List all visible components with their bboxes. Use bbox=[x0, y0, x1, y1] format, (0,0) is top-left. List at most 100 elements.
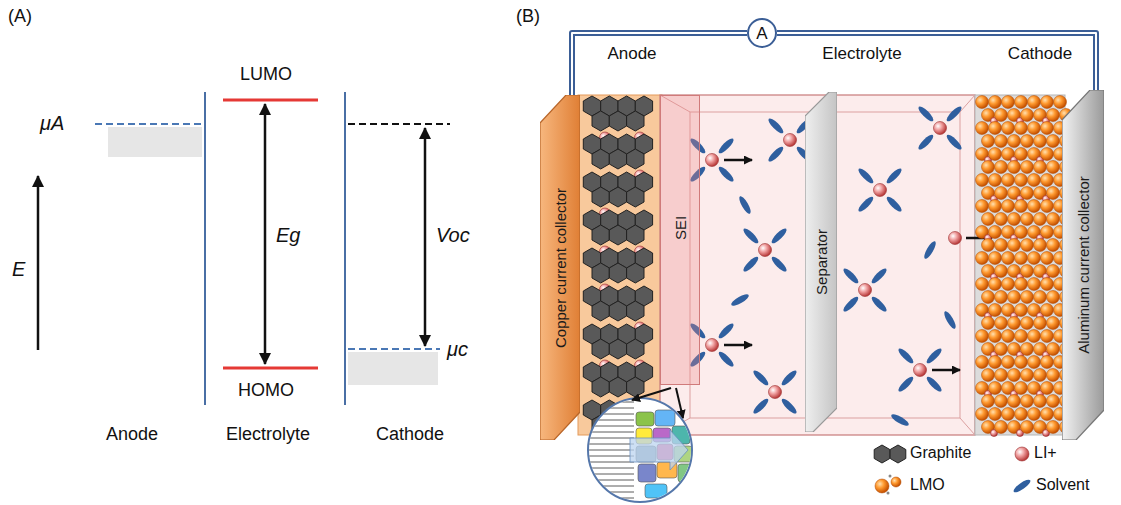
graphite-hexagon bbox=[592, 225, 609, 245]
lmo-particle bbox=[1008, 135, 1021, 148]
solvent-molecule bbox=[767, 145, 786, 164]
lmo-particle bbox=[995, 135, 1008, 148]
anode-potential-line bbox=[95, 123, 202, 125]
lmo-particle bbox=[1028, 252, 1041, 265]
lmo-particle bbox=[995, 317, 1008, 330]
lmo-particle bbox=[1021, 369, 1034, 382]
lmo-particle bbox=[1021, 187, 1034, 200]
perspective-edge bbox=[960, 418, 975, 435]
lmo-particle bbox=[1008, 161, 1021, 174]
solvent-molecule bbox=[742, 227, 761, 246]
lmo-particle bbox=[1047, 239, 1060, 252]
graphite-hexagon bbox=[592, 149, 609, 169]
interface-line bbox=[204, 92, 206, 405]
lmo-particle bbox=[1028, 122, 1041, 135]
lmo-particle bbox=[995, 343, 1008, 356]
lmo-particle bbox=[1041, 148, 1054, 161]
graphite-hexagon bbox=[592, 187, 609, 207]
graphite-layer-line bbox=[588, 456, 634, 457]
wire-inner bbox=[572, 33, 747, 95]
graphite-layer-line bbox=[588, 438, 634, 439]
solvent-molecule bbox=[925, 347, 944, 366]
lmo-particle bbox=[1008, 369, 1021, 382]
lmo-particle bbox=[1047, 395, 1060, 408]
lmo-particle bbox=[995, 109, 1008, 122]
graphite-hexagon bbox=[609, 111, 626, 131]
solvent-molecule bbox=[780, 397, 799, 416]
lmo-particle bbox=[1041, 96, 1054, 109]
lmo-particle bbox=[976, 356, 989, 369]
graphite-layer-line bbox=[588, 480, 634, 481]
lmo-particle bbox=[1047, 291, 1060, 304]
lmo-particle bbox=[989, 226, 1002, 239]
lmo-particle bbox=[1002, 278, 1015, 291]
diagram-label: (A) bbox=[8, 6, 32, 27]
inset-pointer bbox=[676, 388, 683, 418]
graphite-hexagon bbox=[627, 263, 644, 283]
lmo-particle bbox=[1021, 291, 1034, 304]
lithium-ion bbox=[784, 134, 797, 147]
lmo-particle bbox=[989, 278, 1002, 291]
diagram-label: Cathode bbox=[1008, 44, 1072, 64]
lmo-particle bbox=[1028, 200, 1041, 213]
lmo-particle bbox=[976, 408, 989, 421]
lmo-particle bbox=[1021, 161, 1034, 174]
lithium-ion bbox=[874, 184, 887, 197]
copper-current-collector: Copper current collector bbox=[540, 95, 580, 440]
lmo-particle bbox=[1028, 408, 1041, 421]
lmo-particle bbox=[1041, 174, 1054, 187]
lmo-particle bbox=[1034, 135, 1047, 148]
diagram-label: Anode bbox=[607, 44, 656, 64]
ion-flow-arrow bbox=[724, 344, 752, 347]
lmo-particle bbox=[1021, 213, 1034, 226]
solvent-molecule bbox=[767, 117, 786, 136]
lmo-particle bbox=[989, 408, 1002, 421]
lithium-ion bbox=[1015, 447, 1029, 461]
solvent-molecule bbox=[897, 375, 916, 394]
solvent-molecule bbox=[780, 369, 799, 388]
lithium-ion bbox=[949, 232, 962, 245]
solvent-molecule bbox=[870, 295, 889, 314]
lmo-particle bbox=[1034, 317, 1047, 330]
lmo-particle bbox=[1034, 395, 1047, 408]
graphite-hexagon bbox=[627, 149, 644, 169]
graphite-layer-line bbox=[588, 492, 634, 493]
plate-shape bbox=[1062, 90, 1104, 440]
lmo-particle bbox=[982, 291, 995, 304]
lmo-particle bbox=[1015, 278, 1028, 291]
energy-axis bbox=[37, 176, 40, 350]
solvent-molecule bbox=[730, 292, 751, 308]
legend-label: Solvent bbox=[1036, 476, 1089, 494]
diagram-label: HOMO bbox=[238, 380, 294, 401]
lmo-particle bbox=[1041, 122, 1054, 135]
graphite-hexagon bbox=[592, 301, 609, 321]
lmo-particle bbox=[989, 96, 1002, 109]
lmo-particle bbox=[1028, 278, 1041, 291]
lmo-particle bbox=[1041, 226, 1054, 239]
lmo-particle bbox=[1008, 395, 1021, 408]
graphite-hexagon bbox=[592, 377, 609, 397]
lithium-ion bbox=[859, 284, 872, 297]
inset-pointer bbox=[632, 388, 671, 400]
graphite-hexagon bbox=[874, 445, 890, 463]
lmo-particle bbox=[1021, 135, 1034, 148]
lithium-ion bbox=[706, 339, 719, 352]
cathode-occupied-states bbox=[348, 352, 438, 385]
lmo-particle bbox=[1041, 408, 1054, 421]
lmo-particle bbox=[989, 122, 1002, 135]
lmo-particle bbox=[982, 161, 995, 174]
lmo-particle bbox=[1002, 356, 1015, 369]
lmo-particle bbox=[1021, 109, 1034, 122]
lmo-particle bbox=[1008, 317, 1021, 330]
graphite-hexagon bbox=[627, 377, 644, 397]
lmo-particle bbox=[1047, 135, 1060, 148]
lmo-particle bbox=[1002, 122, 1015, 135]
graphite-hexagon bbox=[592, 111, 609, 131]
lmo-particle bbox=[976, 330, 989, 343]
lmo-particle bbox=[995, 265, 1008, 278]
lmo-particle bbox=[1041, 278, 1054, 291]
lmo-particle bbox=[1034, 239, 1047, 252]
lmo-dot bbox=[887, 492, 890, 495]
node-text: Aluminum current collector bbox=[1076, 176, 1091, 354]
lmo-particle bbox=[982, 369, 995, 382]
